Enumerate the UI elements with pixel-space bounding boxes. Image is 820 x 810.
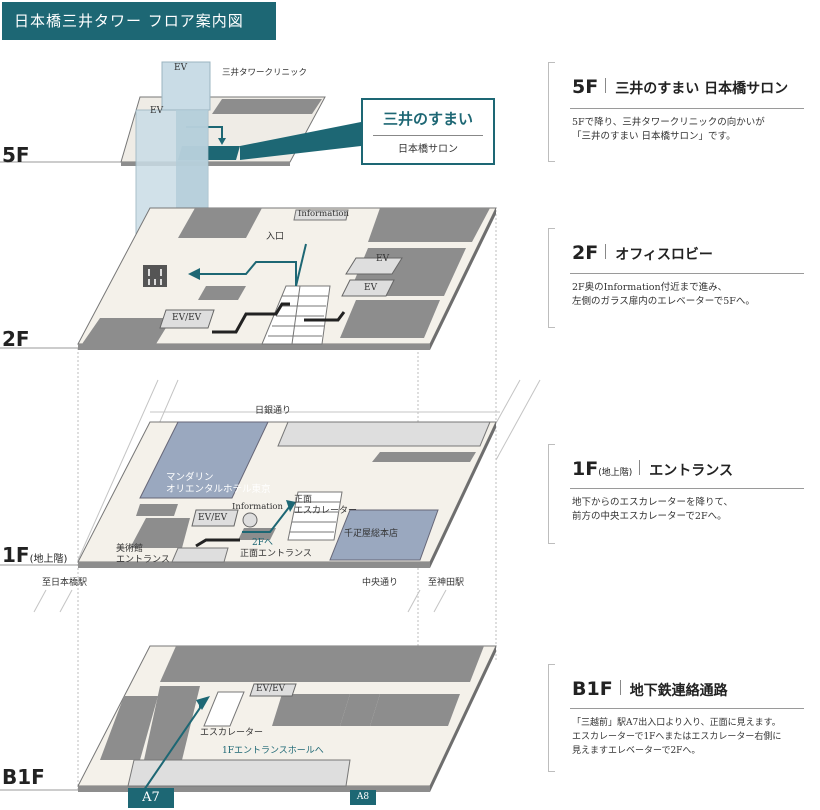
callout-title: 三井のすまい	[382, 110, 473, 128]
floor-number-5f: 5F	[2, 143, 30, 167]
info-rule	[570, 488, 804, 489]
info-b1f: B1F 地下鉄連絡通路 「三越前」駅A7出入口より入り、正面に見えます。 エスカ…	[548, 664, 808, 772]
label-entrance-2f: 入口	[266, 232, 285, 242]
label-information-2f: Information	[298, 209, 350, 219]
info-bracket	[548, 62, 555, 162]
label-senbikiya: 千疋屋総本店	[344, 529, 399, 539]
label-ev-ev-1f: EV/EV	[198, 513, 228, 523]
elevator-icon	[148, 269, 162, 285]
label-clinic: 三井タワークリニック	[222, 68, 308, 78]
label-to-2f: 2Fへ	[252, 538, 273, 548]
info-floor-code-sub: (地上階)	[598, 468, 633, 478]
info-heading: B1F 地下鉄連絡通路	[572, 678, 728, 700]
info-separator	[639, 460, 641, 475]
label-museum-entrance: 美術館 エントランス	[116, 544, 170, 566]
info-rule	[570, 108, 804, 109]
label-ev-ev-b1: EV/EV	[256, 684, 286, 694]
label-front-entrance: 正面エントランス	[240, 549, 312, 559]
info-floor-name: 三井のすまい 日本橋サロン	[615, 81, 789, 97]
info-description: 5Fで降り、三井タワークリニックの向かいが 「三井のすまい 日本橋サロン」です。	[572, 117, 765, 142]
info-bracket	[548, 664, 555, 772]
info-separator	[605, 244, 607, 259]
page-title: 日本橋三井タワー フロア案内図	[2, 2, 276, 40]
label-escalator-b1: エスカレーター	[200, 728, 264, 738]
info-rule	[570, 708, 804, 709]
info-floor-name: 地下鉄連絡通路	[629, 683, 728, 699]
label-information-1f: Information	[232, 502, 284, 512]
label-to-entrance-hall: 1Fエントランスホールへ	[222, 746, 324, 756]
label-to-nihonbashi: 至日本橋駅	[42, 578, 88, 588]
info-description: 地下からのエスカレーターを降りて、 前方の中央エスカレーターで2Fへ。	[572, 497, 734, 522]
salon-callout: 三井のすまい 日本橋サロン	[361, 98, 495, 165]
floor-b1f-plan	[77, 645, 497, 792]
info-bracket	[548, 444, 555, 544]
info-5f: 5F 三井のすまい 日本橋サロン 5Fで降り、三井タワークリニックの向かいが 「…	[548, 62, 808, 162]
info-rule	[570, 273, 804, 274]
info-floor-code: 2F	[572, 242, 599, 264]
label-ev-5f-top: EV	[174, 63, 188, 73]
info-description: 2F奥のInformation付近まで進み、 左側のガラス扉内のエレベーターで5…	[572, 282, 755, 307]
callout-divider	[373, 135, 483, 136]
floor-1f-plan	[33, 379, 541, 613]
info-floor-name: オフィスロビー	[615, 247, 713, 263]
floor-baselines	[0, 161, 121, 791]
info-1f: 1F(地上階) エントランス 地下からのエスカレーターを降りて、 前方の中央エス…	[548, 444, 808, 544]
label-ev-ev-2f: EV/EV	[172, 313, 202, 323]
label-mandarin-hotel: マンダリン オリエンタルホテル東京	[166, 472, 271, 495]
info-floor-name: エントランス	[649, 463, 733, 479]
info-floor-code: 5F	[572, 76, 599, 98]
info-floor-code: 1F	[572, 458, 599, 480]
label-front-escalator: 正面 エスカレーター	[294, 495, 358, 517]
floor-number-1f: 1F(地上階)	[2, 543, 67, 567]
info-separator	[619, 680, 621, 695]
info-description: 「三越前」駅A7出入口より入り、正面に見えます。 エスカレーターで1Fへまたはエ…	[572, 718, 782, 756]
info-heading: 5F 三井のすまい 日本橋サロン	[572, 76, 788, 98]
floor-number-1f-main: 1F	[2, 543, 30, 567]
exit-a8-badge: A8	[350, 790, 376, 805]
callout-subtitle: 日本橋サロン	[398, 144, 458, 155]
floor-number-2f: 2F	[2, 327, 30, 351]
label-ev-2f-a: EV	[376, 254, 390, 264]
floor-2f-plan	[77, 207, 497, 350]
label-ev-2f-b: EV	[364, 283, 378, 293]
info-heading: 1F(地上階) エントランス	[572, 458, 733, 480]
info-heading: 2F オフィスロビー	[572, 242, 713, 264]
label-ev-5f-front: EV	[150, 106, 164, 116]
floor-number-b1f: B1F	[2, 765, 45, 789]
floor-number-1f-sub: (地上階)	[29, 554, 68, 565]
label-chuo-dori: 中央通り	[362, 578, 399, 588]
info-separator	[605, 78, 607, 93]
label-street-nichigin: 日銀通り	[255, 406, 292, 416]
info-floor-code: B1F	[572, 678, 613, 700]
info-2f: 2F オフィスロビー 2F奥のInformation付近まで進み、 左側のガラス…	[548, 228, 808, 328]
info-bracket	[548, 228, 555, 328]
label-to-kanda: 至神田駅	[428, 578, 465, 588]
exit-a7-badge: A7	[128, 788, 174, 808]
